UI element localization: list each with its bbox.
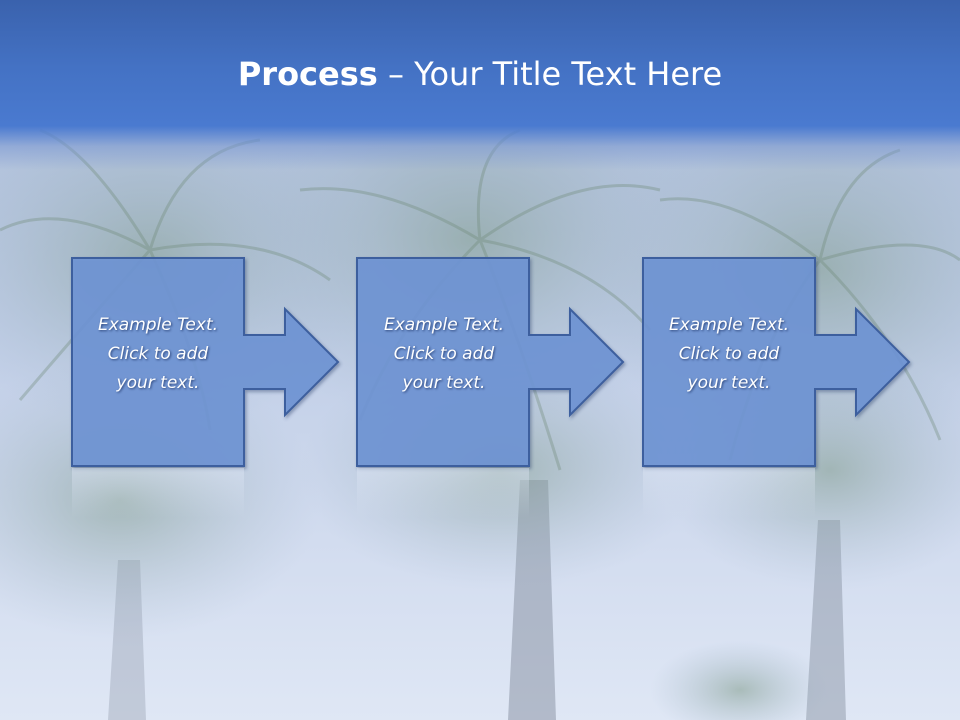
step-2-arrow (356, 257, 625, 467)
step-3-line-3: your text. (687, 373, 771, 393)
step-1-line-2: Click to add (107, 344, 209, 364)
process-step-2[interactable] (356, 257, 625, 518)
slide-title[interactable]: Process – Your Title Text Here (0, 52, 960, 96)
process-step-1[interactable] (71, 257, 340, 518)
step-2-reflection (357, 468, 529, 518)
step-1-line-1: Example Text. (97, 315, 219, 335)
step-3-text[interactable]: Example Text. Click to add your text. (642, 311, 816, 398)
step-2-line-3: your text. (402, 373, 486, 393)
process-step-3[interactable] (642, 257, 911, 518)
step-1-text[interactable]: Example Text. Click to add your text. (71, 311, 245, 398)
step-2-line-2: Click to add (393, 344, 495, 364)
step-2-text[interactable]: Example Text. Click to add your text. (357, 311, 531, 398)
title-rest-text: Your Title Text Here (414, 55, 723, 93)
step-3-reflection (643, 468, 815, 518)
step-3-line-1: Example Text. (668, 315, 790, 335)
title-separator: – (377, 55, 415, 93)
step-1-reflection (72, 468, 244, 518)
step-3-arrow (642, 257, 911, 467)
step-3-line-2: Click to add (678, 344, 780, 364)
title-bold-text: Process (237, 55, 378, 93)
header-band (0, 0, 960, 170)
step-1-arrow (71, 257, 340, 467)
step-2-line-1: Example Text. (383, 315, 505, 335)
step-1-line-3: your text. (116, 373, 200, 393)
